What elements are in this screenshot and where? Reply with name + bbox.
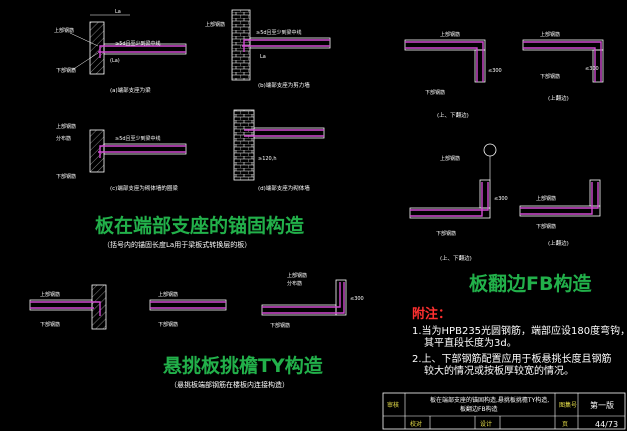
flange-detail-2: ≤300 上部钢筋 下部钢筋 (上翻边) — [522, 31, 604, 102]
wall-d — [233, 109, 255, 181]
caption-b: (b)端部支座为剪力墙 — [258, 81, 310, 89]
dim-b-ge5d: ≥5d且至少到梁中线 — [256, 29, 302, 36]
label-cl2-top: 上部钢筋 — [158, 291, 178, 298]
label-fb4-bot: 下部钢筋 — [536, 223, 556, 230]
detail-d-masonry-support: ≥120,h (d)端部支座为砌体墙 — [233, 109, 325, 192]
slab-c — [103, 143, 187, 155]
dim-fb2-le300: ≤300 — [585, 66, 599, 72]
label-cl3-dist: 分布筋 — [287, 280, 302, 287]
label-c-top: 上部钢筋 — [56, 123, 76, 130]
dim-c-ge5d: ≥5d且至少到梁中线 — [115, 135, 161, 142]
label-cl3-top: 上部钢筋 — [287, 272, 307, 279]
flange-detail-4: 上部钢筋 下部钢筋 (上翻边) — [519, 179, 601, 247]
tb-page-value: 44/73 — [595, 420, 618, 429]
label-fb2-bot: 下部钢筋 — [540, 73, 560, 80]
wall-b — [231, 9, 251, 81]
note-2a: 2.上、下部钢筋配置应用于板悬挑长度且钢筋 — [412, 352, 612, 365]
detail-b-wall-support: ≥5d且至少到梁中线 上部钢筋 La (b)端部支座为剪力墙 — [205, 9, 331, 89]
label-b-top: 上部钢筋 — [205, 21, 225, 28]
caption-fb2: (上翻边) — [548, 94, 569, 102]
note-2b: 较大的情况或按板厚较宽的情况。 — [424, 364, 574, 377]
tb-page-label: 页 — [562, 421, 568, 428]
caption-fb3: (上、下翻边) — [440, 254, 472, 262]
tb-review-label: 审核 — [387, 401, 399, 409]
caption-fb1: (上、下翻边) — [437, 111, 469, 119]
slab-b — [249, 37, 331, 49]
title-block: 审核 板在端部支座的锚固构造,悬挑板挑檐TY构造, 板翻边FB构造 图集号 第一… — [382, 392, 626, 430]
label-cl1-top: 上部钢筋 — [40, 291, 60, 298]
slab-a — [103, 43, 187, 55]
rebar-b-top — [243, 39, 330, 52]
caption-a: (a)端部支座为梁 — [110, 86, 151, 94]
label-cl2-bot: 下部钢筋 — [158, 321, 178, 328]
dim-d-ge120: ≥120,h — [258, 156, 277, 162]
label-fb2-top: 上部钢筋 — [540, 31, 560, 38]
label-cl3-bot: 下部钢筋 — [270, 322, 290, 329]
tb-title-2: 板翻边FB构造 — [460, 405, 498, 413]
dim-cl3-le300: ≤300 — [350, 296, 364, 302]
tb-sheet-value: 第一版 — [590, 400, 614, 410]
label-a-top: 上部钢筋 — [54, 27, 74, 34]
notes: 附注： 1.当为HPB235光圆钢筋，端部应设180度弯钩， 其平直段长度为3d… — [412, 306, 627, 377]
subtitle-cantilever: （悬挑板端部钢筋在楼板内连接构造） — [170, 380, 289, 389]
rebar-a-top — [99, 45, 186, 58]
detail-c-ringbeam-support: ≥5d且至少到梁中线 上部钢筋 分布筋 下部钢筋 (c)端部支座为砌体墙的圈梁 — [56, 123, 187, 192]
tb-title-1: 板在端部支座的锚固构造,悬挑板挑檐TY构造, — [430, 396, 549, 404]
note-1b: 其平直段长度为3d。 — [424, 336, 517, 349]
beam-a — [89, 21, 105, 75]
ringbeam-c — [89, 129, 105, 173]
dim-b-la: La — [260, 54, 266, 60]
slab-d — [253, 127, 325, 139]
label-c-dist: 分布筋 — [56, 135, 71, 142]
label-fb3-bot: 下部钢筋 — [436, 230, 456, 237]
cantilever-detail-1: 上部钢筋 下部钢筋 — [29, 284, 107, 330]
label-fb1-top: 上部钢筋 — [440, 31, 460, 38]
tb-sheet-label: 图集号 — [559, 401, 577, 409]
title-cantilever: 悬挑板挑檐TY构造 — [163, 354, 324, 377]
flange-detail-3: 上部钢筋 ≤300 下部钢筋 (上、下翻边) — [409, 143, 508, 262]
flange-detail-1: ≤300 上部钢筋 下部钢筋 (上、下翻边) — [404, 31, 502, 119]
dim-fb3-le300: ≤300 — [494, 196, 508, 202]
title-anchorage: 板在端部支座的锚固构造 — [95, 214, 305, 237]
tb-proof-label: 校对 — [410, 420, 422, 428]
label-c-bot: 下部钢筋 — [56, 173, 76, 180]
notes-heading: 附注： — [412, 306, 451, 322]
detail-a-beam-support: La (La) ≥5d且至少到梁中线 上部钢筋 下部钢筋 (a)端部支座为梁 — [54, 9, 187, 94]
cantilever-detail-2: 上部钢筋 下部钢筋 — [149, 291, 227, 328]
caption-fb4: (上翻边) — [548, 239, 569, 247]
dim-a-la-paren: (La) — [110, 58, 120, 64]
label-a-bot: 下部钢筋 — [56, 67, 76, 74]
tb-design-label: 设计 — [480, 420, 492, 428]
note-1a: 1.当为HPB235光圆钢筋，端部应设180度弯钩， — [412, 324, 627, 337]
dim-a-la: La — [115, 9, 121, 15]
subtitle-anchorage: （括号内的锚固长度La用于梁板式转换层的板） — [103, 240, 251, 249]
title-flange: 板翻边FB构造 — [469, 272, 592, 295]
caption-c: (c)端部支座为砌体墙的圈梁 — [110, 184, 178, 192]
caption-d: (d)端部支座为砌体墙 — [258, 184, 310, 192]
dim-fb1-le300: ≤300 — [488, 68, 502, 74]
label-fb3-top: 上部钢筋 — [440, 155, 460, 162]
dim-a-ge5d: ≥5d且至少到梁中线 — [115, 40, 161, 47]
rebar-c-top — [99, 145, 186, 158]
label-fb1-bot: 下部钢筋 — [425, 89, 445, 96]
label-fb4-top: 上部钢筋 — [536, 195, 556, 202]
label-cl1-bot: 下部钢筋 — [40, 321, 60, 328]
cantilever-detail-3: 上部钢筋 分布筋 ≤300 下部钢筋 — [261, 272, 364, 329]
